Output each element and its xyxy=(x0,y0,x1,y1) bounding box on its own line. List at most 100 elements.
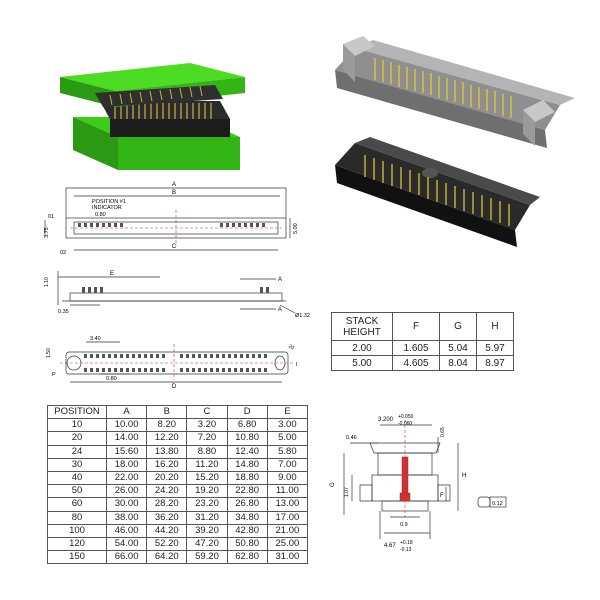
table-cell: 66.00 xyxy=(105,550,148,565)
table-cell: 8.20 xyxy=(146,418,188,433)
table-cell: 120 xyxy=(47,536,107,552)
table-cell: 14.80 xyxy=(226,457,268,472)
table-cell: 64.20 xyxy=(146,550,188,565)
table-row: 20 14.00 12.20 7.20 10.80 5.00 xyxy=(47,431,309,446)
table-cell: 5.97 xyxy=(476,340,514,356)
table-cell: 26.80 xyxy=(226,497,268,512)
table-header-row: POSITION A B C D E xyxy=(47,404,309,420)
dim-340: 3.40 xyxy=(90,336,101,342)
header-cell: A xyxy=(105,404,148,420)
table-cell: 39.20 xyxy=(186,523,228,538)
table-row: 80 38.00 36.20 31.20 34.80 17.00 xyxy=(47,510,309,525)
header-cell: G xyxy=(439,312,477,341)
dim-080: 0.80 xyxy=(95,212,106,218)
table-cell: 50 xyxy=(47,484,107,499)
header-cell: D xyxy=(226,404,268,420)
table-cell: 8.97 xyxy=(476,355,514,371)
dim-top-main: 3.200 xyxy=(378,417,394,423)
table-cell: 31.00 xyxy=(266,550,309,565)
table-cell: 13.00 xyxy=(266,497,309,512)
table-row: 30 18.00 16.20 11.20 14.80 7.00 xyxy=(47,457,309,472)
table-cell: 22.80 xyxy=(226,484,268,499)
header-cell: H xyxy=(476,312,514,341)
table-cell: 12.20 xyxy=(146,431,188,446)
header-cell: E xyxy=(266,404,309,420)
dim-i: I xyxy=(296,362,298,368)
table-cell: 8.80 xyxy=(186,444,228,459)
table-cell: 44.20 xyxy=(146,523,188,538)
table-cell: 10 xyxy=(47,418,107,433)
table-cell: 11.20 xyxy=(186,457,228,472)
table-cell: 5.04 xyxy=(439,340,477,356)
table-cell: 100 xyxy=(47,523,107,538)
table-cell: 25.00 xyxy=(266,536,309,552)
dim-012: 0.12 xyxy=(492,501,503,507)
table-cell: 59.20 xyxy=(186,550,228,565)
dim-375: 3.75 xyxy=(44,227,50,238)
section-a-bottom: A xyxy=(278,307,282,313)
table-cell: 15.20 xyxy=(186,470,228,486)
table-cell: 54.00 xyxy=(105,536,148,552)
table-row: 2.00 1.605 5.04 5.97 xyxy=(331,340,514,356)
dim-bottom-tol-plus: +0.18 xyxy=(400,540,413,546)
table-row: 60 30.00 28.20 23.20 26.80 13.00 xyxy=(47,497,309,512)
table-cell: 3.20 xyxy=(186,418,228,433)
dim-d: D xyxy=(172,384,177,390)
header-cell: POSITION xyxy=(47,404,107,420)
table-cell: 5.00 xyxy=(266,431,309,446)
table-cell: 50.80 xyxy=(226,536,268,552)
table-row: 5.00 4.605 8.04 8.97 xyxy=(331,355,514,371)
table-cell: 150 xyxy=(47,550,107,565)
table-cell: 3.00 xyxy=(266,418,309,433)
table-cell: 5.80 xyxy=(266,444,309,459)
bottom-view-drawing: 3.40 1.50 0.80 P D I 20 xyxy=(46,336,298,390)
table-header-row: STACK HEIGHT F G H xyxy=(331,312,514,341)
table-cell: 4.605 xyxy=(391,355,441,371)
table-cell: 62.80 xyxy=(226,550,268,565)
table-cell: 80 xyxy=(47,510,107,525)
table-cell: 6.80 xyxy=(226,418,268,433)
dim-09: 0.9 xyxy=(400,522,408,528)
table-cell: 10.00 xyxy=(105,418,148,433)
indicator-label: INDICATOR xyxy=(92,205,122,211)
dim-046: 0.46 xyxy=(346,435,357,441)
table-cell: 30 xyxy=(47,457,107,472)
dim-110: 1.10 xyxy=(44,277,50,287)
table-cell: 5.00 xyxy=(331,355,393,371)
dim-p: P xyxy=(52,372,56,378)
table-cell: 7.20 xyxy=(186,431,228,446)
table-row: 100 46.00 44.20 39.20 42.80 21.00 xyxy=(47,523,309,538)
table-cell: 10.80 xyxy=(226,431,268,446)
dim-02: 02 xyxy=(60,250,66,256)
dim-a: A xyxy=(172,182,176,188)
dim-bottom-main: 4.67 xyxy=(384,543,396,549)
table-cell: 13.80 xyxy=(146,444,188,459)
position-label: POSITION #1 xyxy=(92,199,126,205)
header-cell: B xyxy=(146,404,188,420)
dim-c: C xyxy=(172,244,177,250)
table-cell: 11.00 xyxy=(266,484,309,499)
table-cell: 34.80 xyxy=(226,510,268,525)
dim-e: E xyxy=(110,271,114,277)
dim-ref: 20 xyxy=(287,344,295,352)
table-cell: 8.04 xyxy=(439,355,477,371)
table-cell: 26.00 xyxy=(105,484,148,499)
table-cell: 20 xyxy=(47,431,107,446)
table-cell: 28.20 xyxy=(146,497,188,512)
table-cell: 22.00 xyxy=(105,470,148,486)
table-cell: 42.80 xyxy=(226,523,268,538)
table-cell: 21.00 xyxy=(266,523,309,538)
header-cell: F xyxy=(391,312,441,341)
position-dimension-table: POSITION A B C D E 10 10.00 8.20 3.20 6.… xyxy=(47,404,309,565)
dim-top-tol-minus: -0.060 xyxy=(398,421,412,427)
table-cell: 47.20 xyxy=(186,536,228,552)
dim-150: 1.50 xyxy=(46,348,52,358)
dim-b: B xyxy=(172,190,176,196)
table-cell: 19.20 xyxy=(186,484,228,499)
table-cell: 31.20 xyxy=(186,510,228,525)
table-cell: 36.20 xyxy=(146,510,188,525)
black-connector-illustration xyxy=(335,137,540,247)
header-cell: STACK HEIGHT xyxy=(331,312,393,341)
cross-section-drawing: 3.200 +0.050 -0.060 0.46 0.65 G 1.07 H F… xyxy=(330,414,507,553)
pcb-stack-illustration xyxy=(60,63,245,170)
